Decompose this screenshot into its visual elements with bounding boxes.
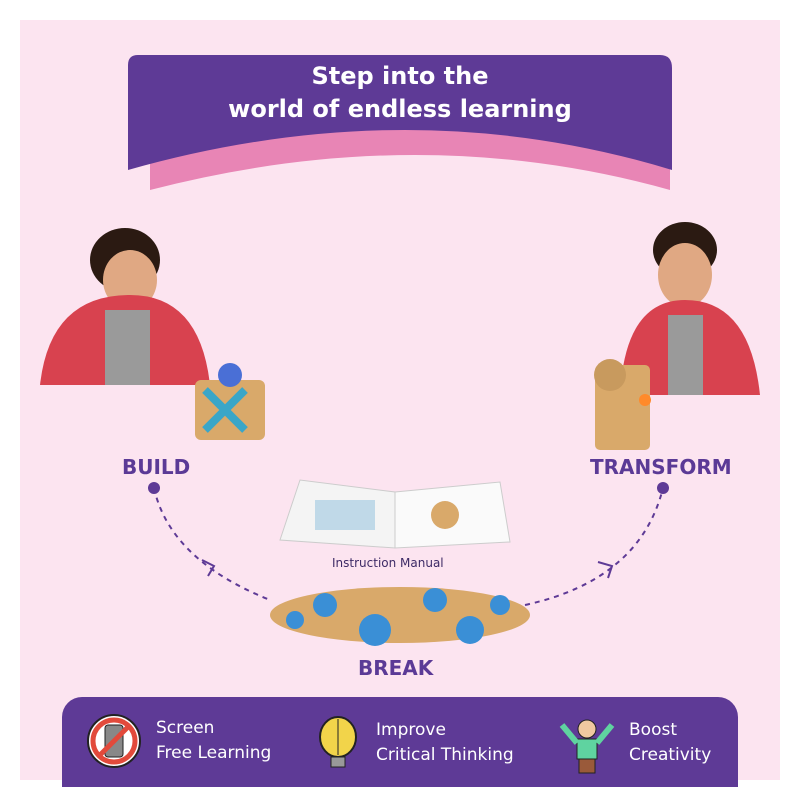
brain-bulb-icon <box>319 716 357 768</box>
stage-transform-label: TRANSFORM <box>590 455 732 479</box>
parts-pile-image <box>270 587 530 646</box>
banner-title-line2: world of endless learning <box>228 95 572 123</box>
feature-line1: Improve <box>376 720 446 740</box>
feature-line2: Creativity <box>629 745 712 765</box>
transform-photo <box>594 222 760 450</box>
instruction-manual-image <box>279 479 511 549</box>
feature-line1: Boost <box>629 720 677 740</box>
build-photo <box>40 228 265 440</box>
feature-line2: Critical Thinking <box>376 745 514 765</box>
cheering-person-icon <box>559 719 615 774</box>
stage-build-label: BUILD <box>122 455 191 479</box>
feature-line2: Free Learning <box>156 743 272 763</box>
no-phone-icon <box>87 714 141 768</box>
instruction-manual-label: Instruction Manual <box>332 556 444 570</box>
title-banner <box>128 55 672 190</box>
banner-title-line1: Step into the <box>311 62 489 90</box>
feature-line1: Screen <box>156 718 215 738</box>
stage-break-label: BREAK <box>358 656 434 680</box>
